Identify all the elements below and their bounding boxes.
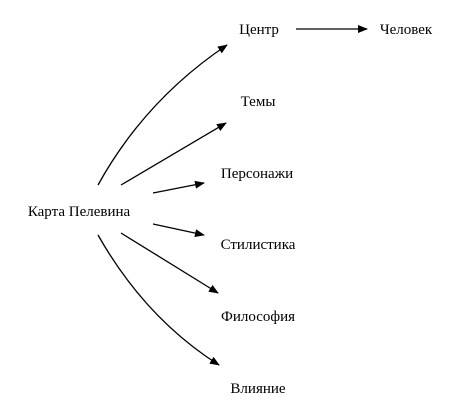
edge-root-to-center: [97, 44, 228, 186]
edge-root-to-influence: [97, 234, 220, 366]
node-themes: Темы: [241, 94, 276, 110]
node-philosophy: Философия: [221, 309, 295, 325]
edge-root-to-philosophy: [120, 232, 219, 294]
edge-root-to-themes: [120, 122, 227, 186]
edge-root-to-style: [152, 223, 205, 238]
node-human: Человек: [380, 22, 433, 38]
node-root: Карта Пелевина: [28, 204, 131, 220]
edge-root-to-characters: [152, 180, 205, 194]
node-style: Стилистика: [221, 237, 296, 253]
node-influence: Влияние: [230, 381, 285, 397]
node-center: Центр: [239, 22, 279, 38]
node-characters: Персонажи: [221, 166, 293, 182]
